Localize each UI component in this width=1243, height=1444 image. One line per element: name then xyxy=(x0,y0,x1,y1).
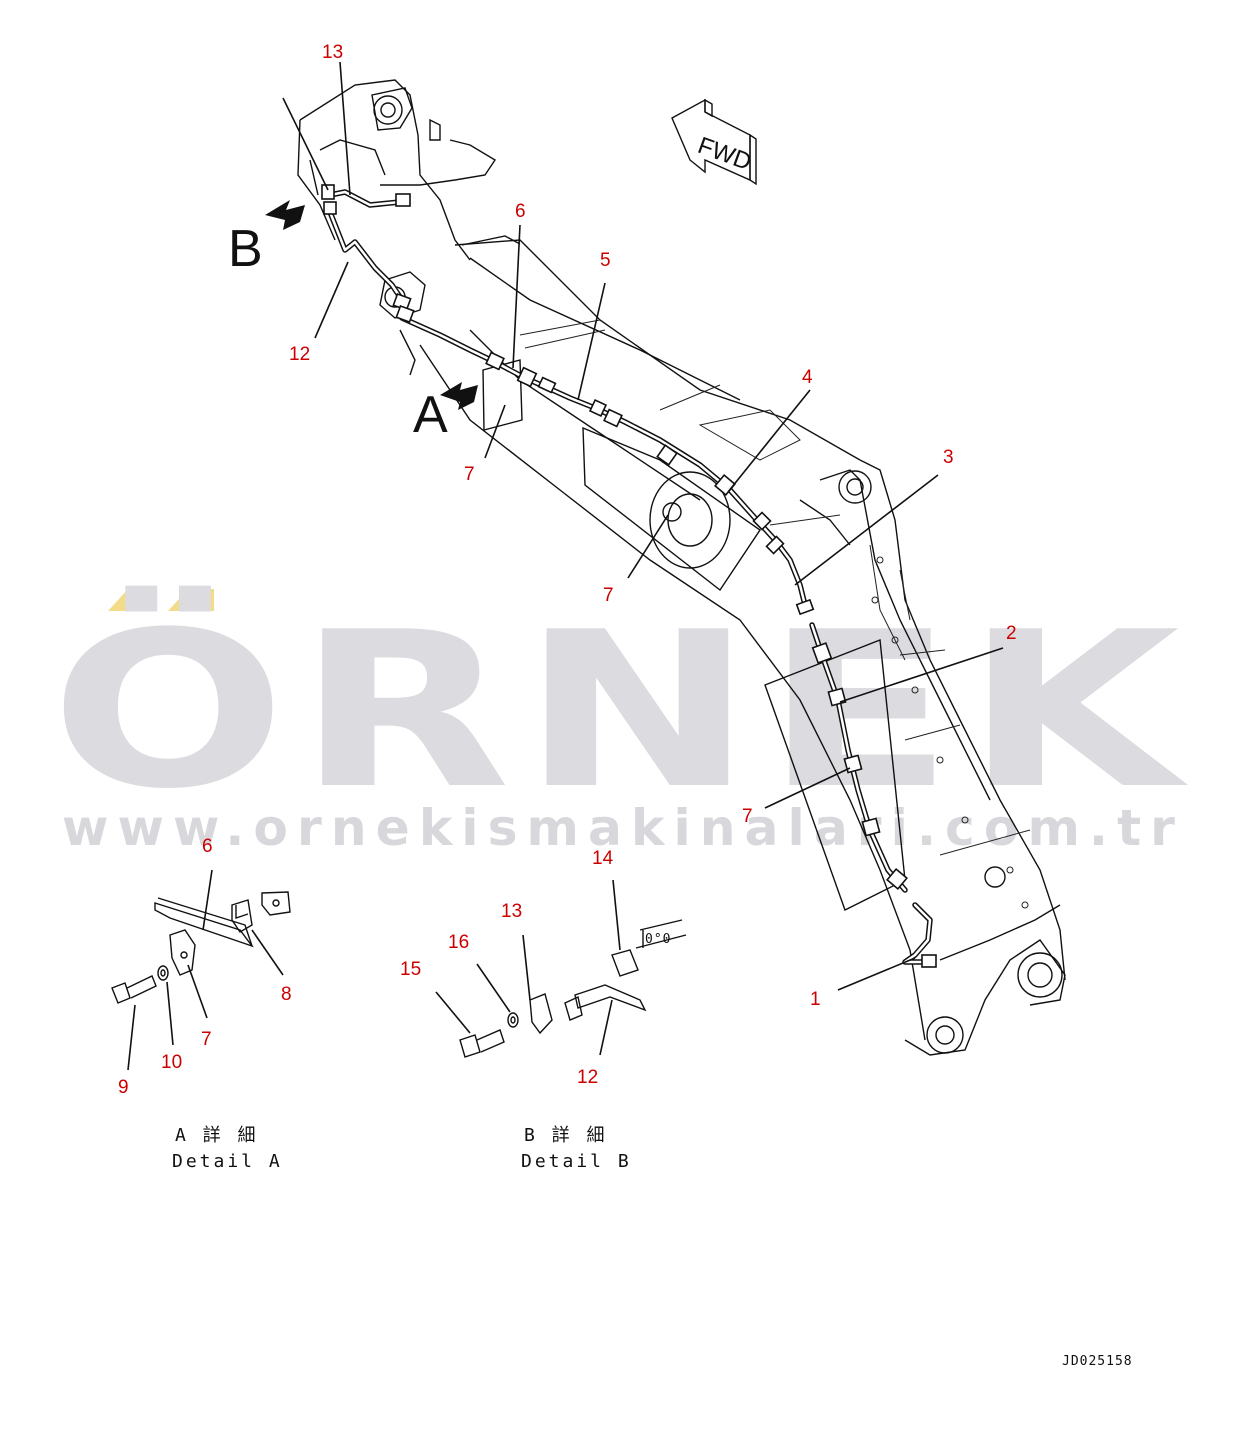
callout-3: 3 xyxy=(943,447,954,468)
detail-b-callout-14: 14 xyxy=(592,848,614,869)
watermark-accent-right xyxy=(168,589,214,611)
callout-5: 5 xyxy=(600,250,611,271)
callout-11: 12 xyxy=(289,344,310,365)
pad-upper xyxy=(482,359,523,431)
detail-b: 0°0 12 13 14 15 16 B 詳 細 Detail B xyxy=(400,848,687,1172)
callout-7-mid: 7 xyxy=(603,585,614,606)
view-a-label: A xyxy=(413,386,448,444)
svg-text:0°0: 0°0 xyxy=(645,932,671,947)
detail-a-callout-6: 6 xyxy=(202,836,213,857)
callout-12: 13 xyxy=(322,42,343,63)
fwd-arrow: FWD xyxy=(671,98,757,186)
detail-b-callout-15: 15 xyxy=(400,959,421,980)
detail-a-caption-en: Detail A xyxy=(172,1151,283,1172)
callout-4: 4 xyxy=(802,367,813,388)
view-arrow-a: A xyxy=(413,382,478,444)
hose-assembly xyxy=(321,184,937,968)
view-b-label: B xyxy=(228,220,263,278)
detail-a-caption-jp: A 詳 細 xyxy=(175,1125,259,1146)
watermark-accent-left xyxy=(108,589,155,611)
callout-6: 6 xyxy=(515,201,526,222)
watermark-url: www.ornekismakinalari.com.tr xyxy=(62,799,1184,857)
detail-a-callout-9: 9 xyxy=(118,1077,129,1098)
callout-1: 1 xyxy=(810,989,821,1010)
callouts: 13 12 6 5 7 4 7 3 2 7 1 xyxy=(282,42,1017,1010)
detail-b-callout-12: 12 xyxy=(577,1067,598,1088)
view-arrow-b: B xyxy=(228,200,305,278)
callout-7-upper: 7 xyxy=(464,464,475,485)
boom-structure xyxy=(297,79,1066,1056)
detail-b-caption-jp: B 詳 細 xyxy=(524,1125,608,1146)
drawing-code: JD025158 xyxy=(1062,1354,1133,1369)
detail-a-callout-8: 8 xyxy=(281,984,292,1005)
detail-a: 6 7 8 9 10 A 詳 細 Detail A xyxy=(111,836,292,1172)
callout-2: 2 xyxy=(1006,623,1017,644)
pad-mid xyxy=(582,426,761,592)
detail-b-callout-16: 16 xyxy=(448,932,469,953)
detail-b-callout-13: 13 xyxy=(501,901,522,922)
watermark-brand: ÖRNEK xyxy=(50,585,1190,836)
detail-a-callout-7: 7 xyxy=(201,1029,212,1050)
callout-7-lower: 7 xyxy=(742,806,753,827)
detail-a-callout-10: 10 xyxy=(161,1052,182,1073)
detail-b-caption-en: Detail B xyxy=(521,1151,632,1172)
watermark: ÖRNEK www.ornekismakinalari.com.tr xyxy=(50,585,1190,857)
